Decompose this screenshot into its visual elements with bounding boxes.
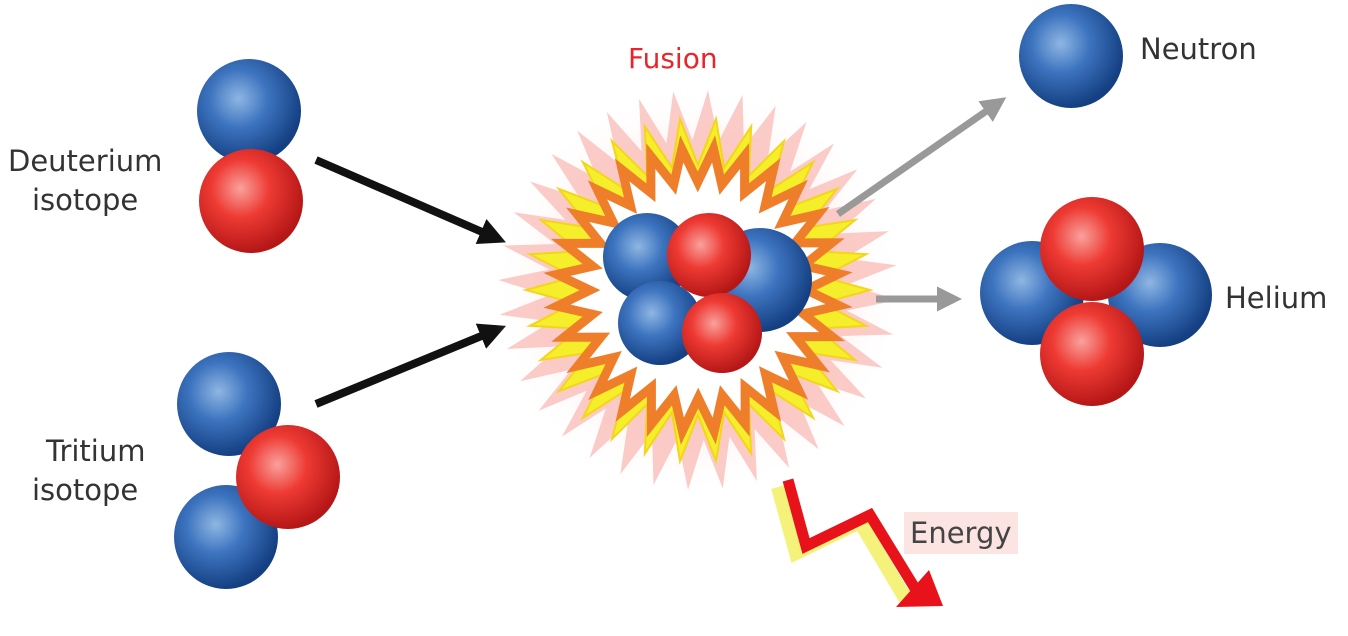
neutron-label: Neutron [1140,32,1257,66]
deuterium-label-line2: isotope [32,183,139,217]
helium-label: Helium [1225,281,1328,315]
tritium-label-line2: isotope [32,473,139,507]
fused-nucleus [603,213,812,373]
tritium-nucleus [174,352,340,589]
tritium-label-line1: Tritium [46,434,146,468]
neutron-product-sphere [1019,4,1123,108]
neutron-sphere [197,59,301,163]
lightning-bolt-icon [771,478,943,607]
deuterium-arrow [314,156,506,244]
proton-sphere [199,149,303,253]
proton-sphere [236,425,340,529]
fusion-label: Fusion [628,42,718,75]
proton-sphere [1040,197,1144,301]
neutron-sphere [618,281,702,365]
tritium-arrow [314,323,507,408]
proton-sphere [667,213,751,297]
energy-label: Energy [904,512,1018,554]
neutron-sphere [603,213,691,301]
neutron-output-arrow [836,97,1007,217]
deuterium-label-line1: Deuterium [8,144,163,178]
neutron-sphere [177,352,281,456]
helium-nucleus [980,197,1212,406]
proton-sphere [682,293,762,373]
deuterium-nucleus [197,59,303,253]
proton-sphere [1040,302,1144,406]
